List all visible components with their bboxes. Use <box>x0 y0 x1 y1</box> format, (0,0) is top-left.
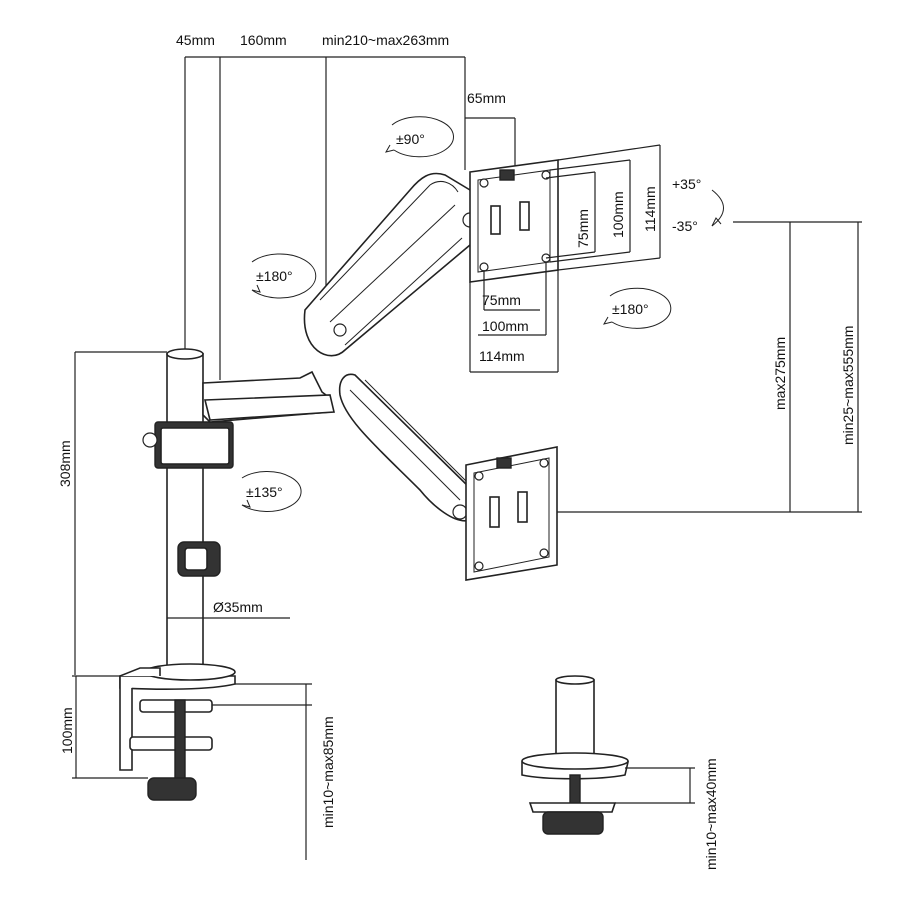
gas-spring-arm-upper <box>303 172 478 357</box>
rotate-90-indicator <box>384 116 454 158</box>
vesa-v-75-label: 75mm <box>575 209 591 248</box>
vesa-rotate-180-label: ±180° <box>612 301 649 317</box>
arm1-length-label: 160mm <box>240 32 287 48</box>
desk-clamp <box>119 663 236 801</box>
clamp-height-dimension <box>72 675 148 779</box>
head-offset-label: 65mm <box>467 90 506 106</box>
grommet-range-dimension <box>615 767 695 804</box>
height-range-label: min25~max555mm <box>840 326 856 445</box>
clamp-range-dimension <box>212 683 312 860</box>
vesa-h-100-label: 100mm <box>482 318 529 334</box>
vesa-rotate-180-indicator <box>602 287 672 329</box>
pole-collar <box>142 421 234 469</box>
base-rotate-135-label: ±135° <box>246 484 283 500</box>
vesa-vertical-dimensions <box>545 144 661 271</box>
lift-range-label: max275mm <box>772 337 788 410</box>
base-rotate-135-indicator <box>241 471 302 512</box>
first-arm <box>202 370 335 423</box>
tilt-indicator <box>711 189 724 227</box>
tilt-down-label: -35° <box>672 218 698 234</box>
grommet-mount <box>521 675 630 835</box>
arm-rotate-180-label: ±180° <box>256 268 293 284</box>
pole-height-dimension <box>74 351 167 675</box>
vesa-v-114-label: 114mm <box>642 186 658 232</box>
gas-spring-arm-lower <box>338 373 480 522</box>
vesa-h-75-label: 75mm <box>482 292 521 308</box>
height-range-dimensions <box>557 221 862 513</box>
pole-diameter-label: Ø35mm <box>213 599 263 615</box>
vesa-plate-upper <box>469 159 559 283</box>
grommet-range-label: min10~max40mm <box>703 758 719 870</box>
pole <box>166 348 204 677</box>
pole-offset-label: 45mm <box>176 32 215 48</box>
clamp-height-label: 100mm <box>59 707 75 754</box>
arm-rotate-180-indicator <box>251 253 317 299</box>
vesa-h-114-label: 114mm <box>479 348 525 364</box>
vesa-plate-lower <box>465 446 558 581</box>
arm2-length-label: min210~max263mm <box>322 32 449 48</box>
rotate-90-label: ±90° <box>396 131 425 147</box>
top-dimension-lines <box>184 56 516 380</box>
pole-height-label: 308mm <box>57 440 73 487</box>
clamp-range-label: min10~max85mm <box>320 716 336 828</box>
tilt-up-label: +35° <box>672 176 701 192</box>
cable-clip <box>177 541 221 577</box>
vesa-v-100-label: 100mm <box>610 191 626 238</box>
vesa-horizontal-dimensions <box>469 262 559 373</box>
